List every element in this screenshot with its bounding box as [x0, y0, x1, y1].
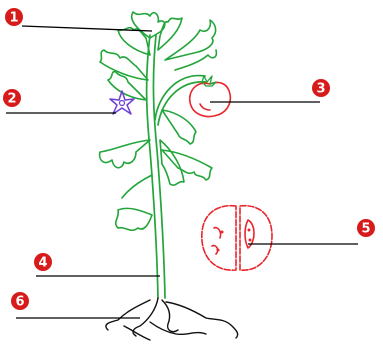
marker-2-label: 2 — [7, 92, 16, 107]
marker-1-label: 1 — [9, 11, 18, 26]
marker-5-label: 5 — [361, 222, 370, 237]
plant-drawing — [100, 12, 217, 298]
tomato-section-icon — [202, 206, 272, 271]
marker-4-label: 4 — [38, 256, 47, 271]
marker-6: 6 — [11, 292, 29, 310]
marker-4: 4 — [34, 253, 52, 271]
marker-5: 5 — [357, 219, 375, 237]
marker-3: 3 — [312, 79, 330, 97]
marker-6-label: 6 — [15, 295, 24, 310]
roots-icon — [106, 298, 238, 340]
flower-icon — [110, 91, 134, 114]
marker-2: 2 — [3, 89, 21, 107]
marker-1: 1 — [5, 8, 23, 26]
marker-3-label: 3 — [316, 82, 325, 97]
